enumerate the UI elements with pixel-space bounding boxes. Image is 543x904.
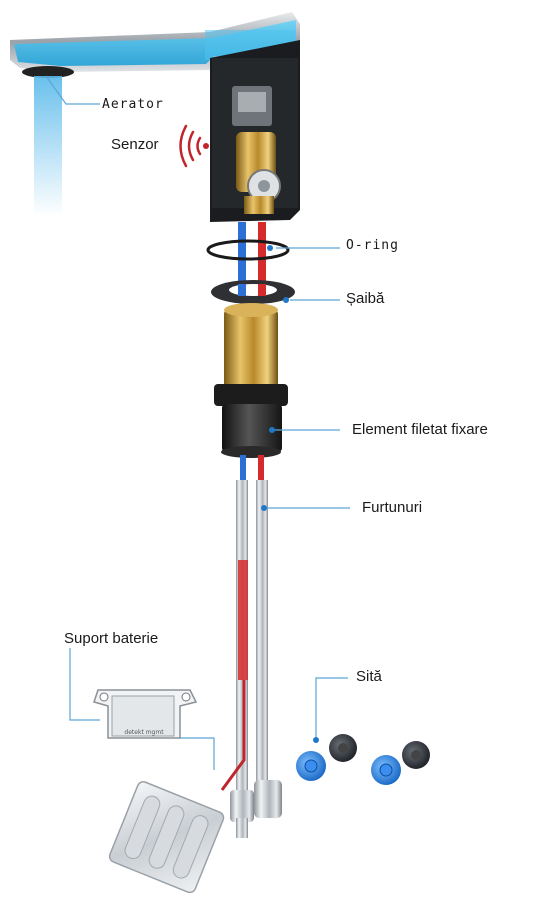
filter-dark-2 [402,741,430,769]
label-sita: Sită [356,668,382,685]
filter-blue-2 [371,755,401,785]
label-oring: O-ring [346,238,399,253]
hot-pipe-upper [258,222,266,302]
leader-battery [180,737,215,770]
faucet-body [210,40,300,222]
filter-blue-1 [296,751,326,781]
hoses [220,455,268,800]
leader-lines [45,75,350,770]
holder-print: detekt mgmt [124,729,164,736]
label-saiba: Șaibă [346,290,385,307]
battery-pack [108,781,225,894]
label-senzor: Senzor [111,136,159,153]
leader-aerator [45,75,100,105]
cold-pipe-upper [238,222,246,302]
label-aerator: Aerator [102,97,164,112]
washer [211,280,295,304]
bottom-fittings [230,780,282,838]
threaded-shank [224,303,278,396]
label-furtunuri: Furtunuri [362,499,423,516]
battery-holder: detekt mgmt [93,689,198,739]
fixing-nut [214,384,288,458]
leader-sita [315,677,348,738]
water-stream [34,76,62,216]
filter-dark-1 [329,734,357,762]
sensor-waves-icon [179,124,209,168]
label-suport-baterie: Suport baterie [64,630,159,647]
o-ring [206,239,290,261]
leader-dots [261,245,319,743]
leader-suport [69,648,100,721]
label-element-filetat: Element filetat fixare [352,421,488,438]
